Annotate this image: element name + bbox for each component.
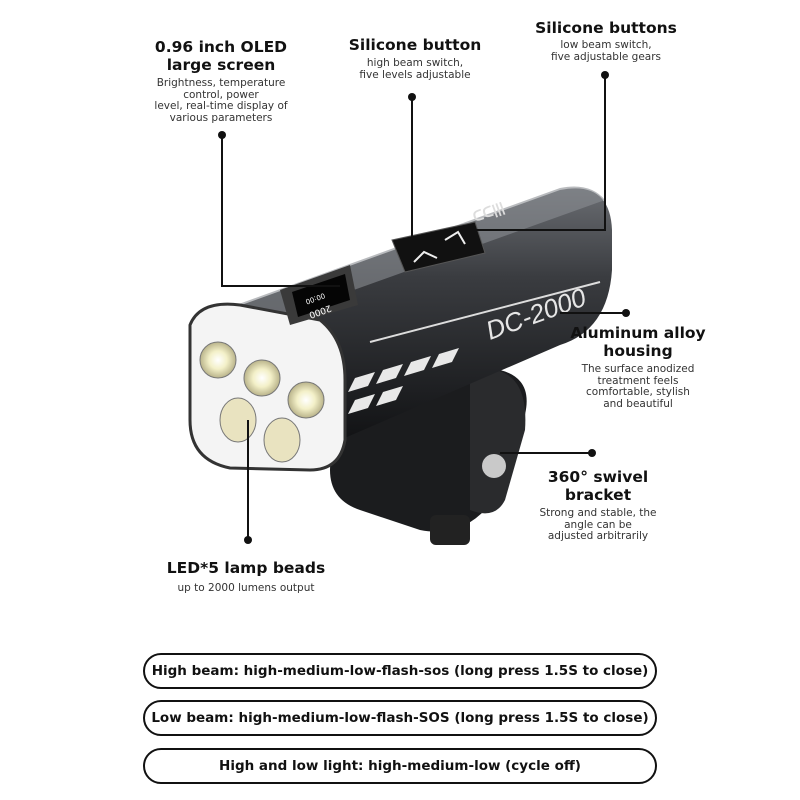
mode-high-low: High and low light: high-medium-low (cyc… [143,748,657,784]
mode-low-beam: Low beam: high-medium-low-flash-SOS (lon… [143,700,657,736]
callout-desc: low beam switch, [560,39,652,51]
callout-desc: Brightness, temperature [156,77,286,89]
callout-title: Silicone button [348,36,482,54]
callout-desc: up to 2000 lumens output [177,582,315,594]
callout-desc: five adjustable gears [550,50,662,63]
callout-desc: various parameters [169,111,273,124]
callout-title: 360° swivel [547,468,649,486]
callout-desc: and beautiful [603,397,673,410]
leader-lines [221,75,626,540]
callout-desc: high beam switch, [366,57,464,69]
callout-title: housing [603,342,673,360]
callout-title: LED*5 lamp beads [166,559,326,577]
callout-title: Aluminum alloy [570,324,706,342]
callout-aluminum-housing: Aluminum alloy housing The surface anodi… [570,324,705,410]
callout-title: 0.96 inch OLED [154,38,288,56]
callout-swivel-bracket: 360° swivel bracket Strong and stable, t… [539,468,656,543]
callout-desc: adjusted arbitrarily [547,530,649,542]
callout-title: large screen [166,56,276,74]
oled-screen [292,274,350,317]
callout-desc: treatment feels [597,374,679,387]
callout-desc: Strong and stable, the [539,507,657,519]
callout-desc: The surface anodized [581,363,695,375]
callout-title: bracket [564,486,632,504]
callout-desc: control, power [183,88,259,101]
callout-desc: angle can be [564,518,632,531]
callout-silicone-button: Silicone button high beam switch, five l… [349,36,482,81]
callout-silicone-buttons: Silicone buttons low beam switch, five a… [535,19,677,63]
lamp-body: DC-2000 ᑕᑕ||| 00:00 2000 [188,186,612,472]
mode-high-beam: High beam: high-medium-low-flash-sos (lo… [143,653,657,689]
callout-desc: five levels adjustable [359,68,471,81]
callout-oled-screen: 0.96 inch OLED large screen Brightness, … [154,38,287,124]
callout-desc: level, real-time display of [154,100,288,112]
callout-desc: comfortable, stylish [586,386,690,398]
callout-title: Silicone buttons [535,19,677,37]
callout-led-beads: LED*5 lamp beads up to 2000 lumens outpu… [167,559,325,595]
